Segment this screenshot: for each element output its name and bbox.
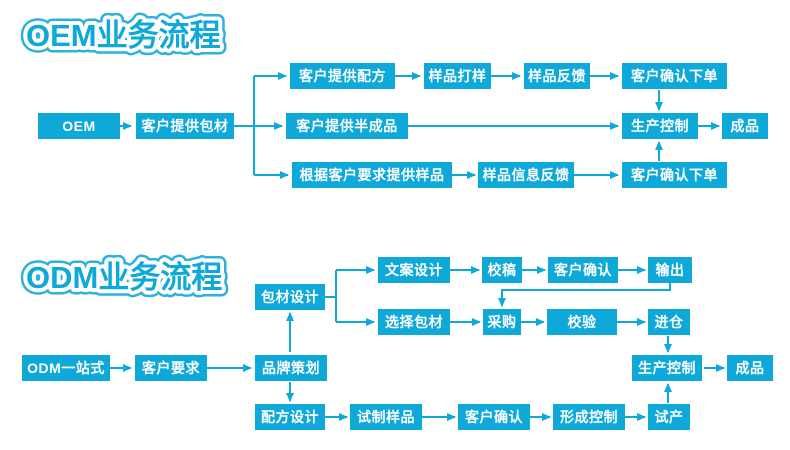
flow-node-odm-forming-control: 形成控制 (553, 404, 625, 430)
oem-title-stroke: OEM业务流程 (26, 18, 221, 53)
oem-chart-title: OEM业务流程 OEM业务流程 OEM业务流程 (20, 12, 228, 60)
flow-node-odm-select-package: 选择包材 (378, 309, 450, 335)
oem-title-outline: OEM业务流程 (26, 18, 221, 53)
flow-node-oem-sample-feedback: 样品反馈 (524, 63, 590, 89)
flow-node-odm-brand-planning: 品牌策划 (255, 355, 327, 381)
odm-title-text: ODM业务流程 (26, 260, 222, 295)
flow-node-odm-proofreading: 校稿 (482, 257, 522, 283)
flow-node-odm-customer-demand: 客户要求 (135, 355, 207, 381)
flow-node-odm-production-control: 生产控制 (632, 355, 702, 381)
flow-node-odm-output: 输出 (648, 257, 692, 283)
flow-node-odm-trial-production: 试产 (648, 404, 690, 430)
flow-node-odm-verification: 校验 (547, 309, 617, 335)
oem-title-text: OEM业务流程 (26, 18, 221, 53)
flow-node-odm-formula-design: 配方设计 (255, 404, 325, 430)
flow-node-odm-trial-sample: 试制样品 (350, 404, 422, 430)
flow-node-odm-finished-product: 成品 (727, 355, 773, 381)
flow-node-odm-start: ODM一站式 (22, 355, 110, 381)
flow-node-odm-copy-design: 文案设计 (378, 257, 450, 283)
flow-node-oem-customer-formula: 客户提供配方 (290, 63, 395, 89)
flow-node-oem-sample-info-feedback: 样品信息反馈 (478, 162, 574, 188)
flow-node-oem-finished-product: 成品 (722, 113, 768, 139)
odm-title-outline: ODM业务流程 (26, 260, 222, 295)
flow-node-oem-sample-making: 样品打样 (424, 63, 491, 89)
flow-node-odm-purchase: 采购 (483, 309, 521, 335)
flow-node-oem-production-control: 生产控制 (622, 113, 698, 139)
flow-node-oem-start: OEM (38, 113, 120, 139)
odm-title-stroke: ODM业务流程 (26, 260, 222, 295)
odm-chart-title: ODM业务流程 ODM业务流程 ODM业务流程 (20, 254, 229, 302)
flow-node-oem-sample-by-request: 根据客户要求提供样品 (292, 162, 452, 188)
flow-node-oem-customer-package: 客户提供包材 (136, 113, 234, 139)
flow-node-odm-customer-confirm-bottom: 客户确认 (458, 404, 530, 430)
flow-node-oem-confirm-order-bottom: 客户确认下单 (622, 162, 727, 188)
flow-node-odm-package-design: 包材设计 (255, 284, 325, 310)
flow-node-oem-confirm-order-top: 客户确认下单 (622, 63, 727, 89)
flow-node-oem-semi-finished: 客户提供半成品 (286, 113, 408, 139)
flow-node-odm-customer-confirm-top: 客户确认 (548, 257, 618, 283)
flow-node-odm-warehouse: 进仓 (648, 309, 690, 335)
